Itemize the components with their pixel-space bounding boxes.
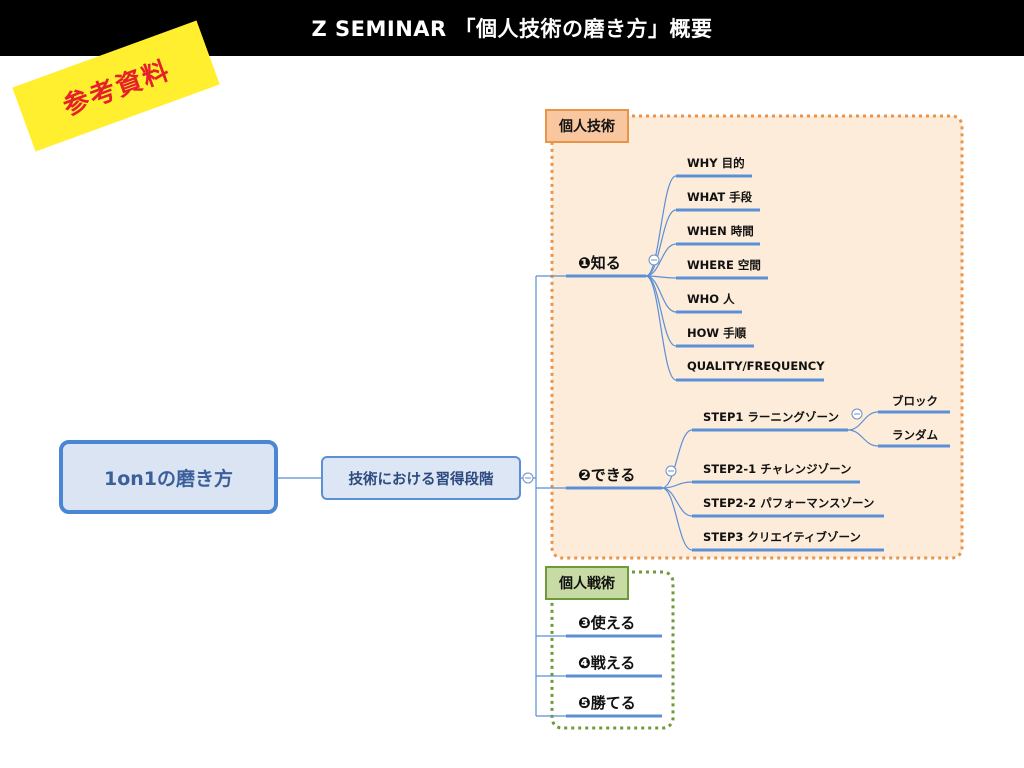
tech-group-tag: 個人技術 — [545, 109, 629, 143]
branch-can[interactable]: ❷できる — [578, 466, 636, 484]
know-how[interactable]: HOW 手順 — [687, 326, 747, 340]
step1-block[interactable]: ブロック — [892, 394, 938, 408]
tactics-group-tag: 個人戦術 — [545, 566, 629, 600]
branch-use[interactable]: ❸使える — [578, 614, 636, 632]
can-step3[interactable]: STEP3 クリエイティブゾーン — [703, 530, 861, 544]
can-step2-2[interactable]: STEP2-2 パフォーマンスゾーン — [703, 496, 875, 510]
step1-random[interactable]: ランダム — [892, 428, 938, 442]
branch-know[interactable]: ❶知る — [578, 254, 621, 272]
can-step1[interactable]: STEP1 ラーニングゾーン — [703, 410, 839, 424]
know-when[interactable]: WHEN 時間 — [687, 224, 754, 238]
stage-node[interactable]: 技術における習得段階 — [321, 456, 521, 500]
know-why[interactable]: WHY 目的 — [687, 156, 745, 170]
can-step2-1[interactable]: STEP2-1 チャレンジゾーン — [703, 462, 852, 476]
branch-fight[interactable]: ❹戦える — [578, 654, 636, 672]
know-where[interactable]: WHERE 空間 — [687, 258, 761, 272]
know-who[interactable]: WHO 人 — [687, 292, 735, 306]
branch-win[interactable]: ❺勝てる — [578, 694, 636, 712]
tech-group-area — [550, 114, 964, 560]
root-node[interactable]: 1on1の磨き方 — [59, 440, 278, 514]
know-what[interactable]: WHAT 手段 — [687, 190, 753, 204]
know-quality-frequency[interactable]: QUALITY/FREQUENCY — [687, 359, 825, 373]
